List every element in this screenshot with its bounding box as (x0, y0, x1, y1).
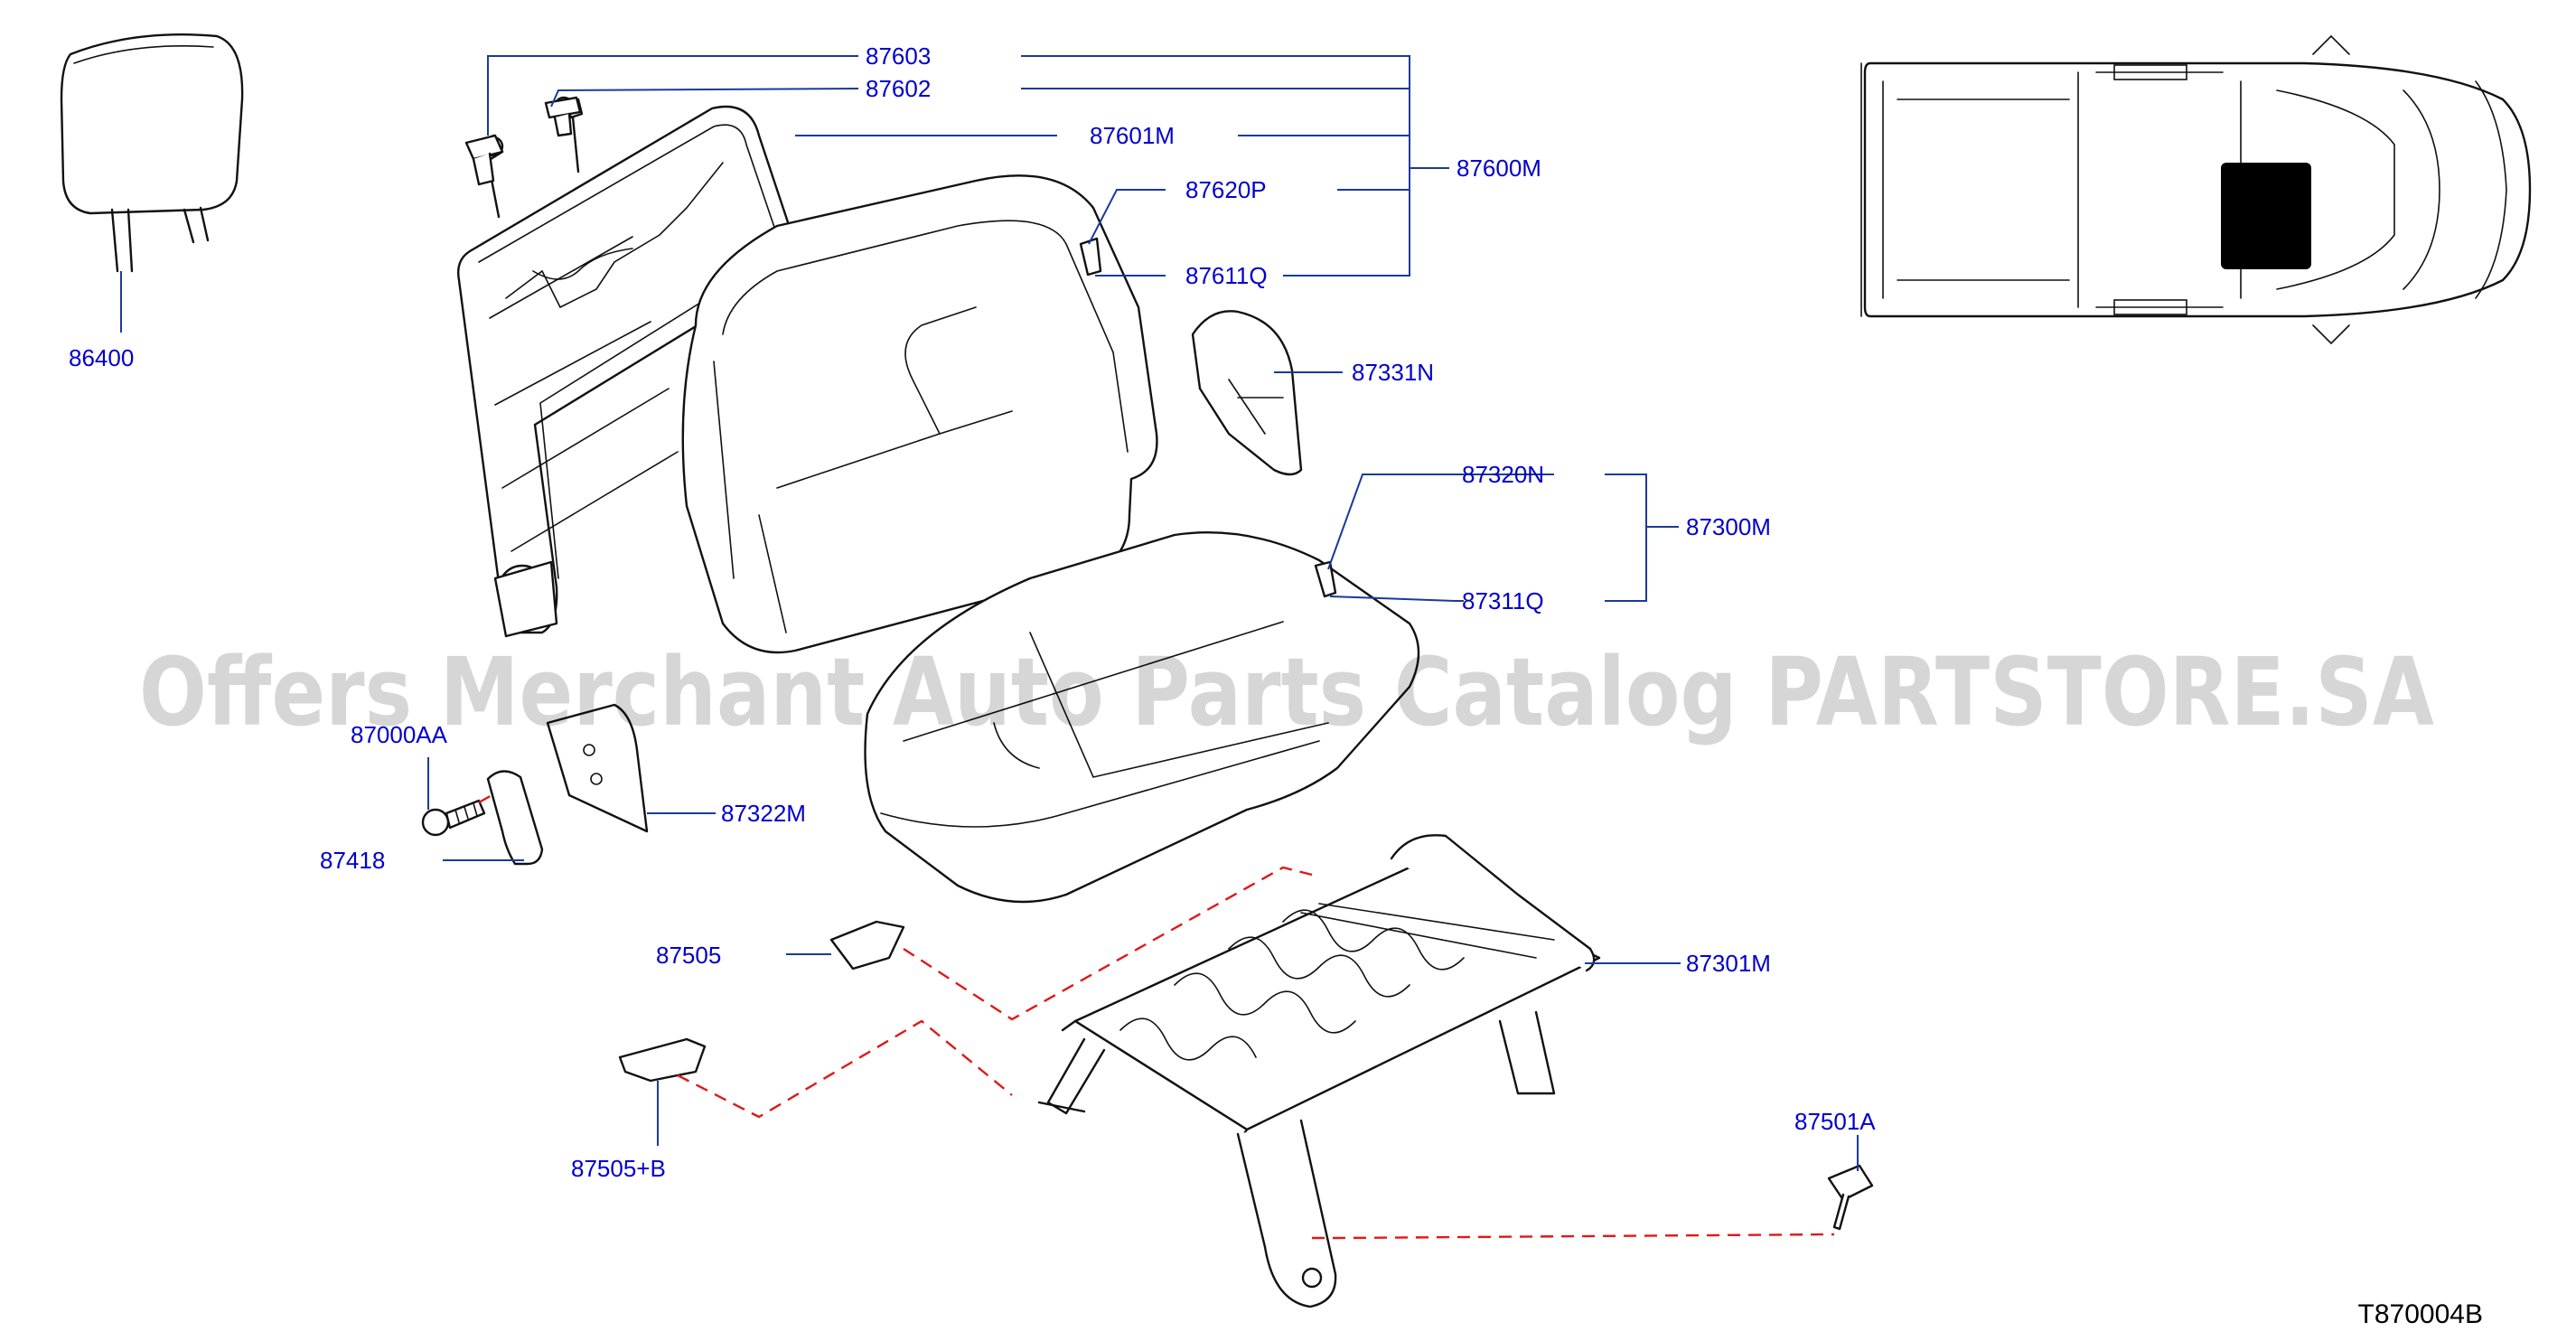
headrest-illustration[interactable] (60, 33, 244, 333)
label-87505b[interactable]: 87505+B (571, 1155, 666, 1182)
label-87505[interactable]: 87505 (656, 942, 721, 969)
part-87602-grommet-illustration[interactable] (544, 96, 582, 137)
part-87501a-bolt-illustration[interactable] (1827, 1164, 1874, 1231)
part-87418-knob-cover-illustration[interactable] (486, 770, 544, 866)
part-87331n-trim-illustration[interactable] (1191, 310, 1303, 476)
part-87603-grommet-illustration[interactable] (464, 134, 504, 186)
seat-back-frame-illustration[interactable] (457, 96, 798, 638)
watermark: Offers Merchant Auto Parts Catalog PARTS… (139, 637, 2434, 747)
label-86400[interactable]: 86400 (69, 344, 134, 371)
dashed-links (478, 792, 1835, 1240)
part-labels: 86400 87603 87602 87601M 87600M 87620P 8… (69, 42, 1876, 1182)
label-87601m[interactable]: 87601M (1090, 122, 1175, 149)
label-87620p[interactable]: 87620P (1185, 176, 1267, 203)
seat-cushion-frame-illustration[interactable] (1037, 834, 1601, 1308)
label-87300m[interactable]: 87300M (1686, 513, 1771, 540)
label-87322m[interactable]: 87322M (721, 800, 806, 827)
leader-lines (427, 55, 1859, 1171)
label-87418[interactable]: 87418 (320, 847, 385, 874)
part-87322m-cover-illustration[interactable] (546, 703, 649, 833)
highlighted-seat-location (2221, 163, 2311, 269)
label-87311q[interactable]: 87311Q (1462, 587, 1544, 614)
label-87501a[interactable]: 87501A (1794, 1108, 1876, 1135)
part-87311q-clip-illustration[interactable] (1314, 560, 1337, 598)
label-87602[interactable]: 87602 (866, 75, 931, 102)
label-87603[interactable]: 87603 (866, 42, 931, 70)
label-87301m[interactable]: 87301M (1686, 950, 1771, 977)
part-87505b-bracket-illustration[interactable] (618, 1037, 707, 1083)
label-87600m[interactable]: 87600M (1457, 155, 1541, 182)
diagram-code: T870004B (2358, 1299, 2483, 1329)
seat-cushion-illustration[interactable] (864, 531, 1420, 904)
label-87320n[interactable]: 87320N (1462, 461, 1544, 488)
vehicle-top-view (1860, 34, 2532, 345)
part-87505-bracket-illustration[interactable] (829, 920, 905, 971)
seat-back-cushion-illustration[interactable] (681, 174, 1158, 654)
label-87611q[interactable]: 87611Q (1185, 262, 1268, 289)
label-87000aa[interactable]: 87000AA (351, 721, 448, 748)
part-87000aa-bolt-illustration[interactable] (421, 799, 486, 837)
label-87331n[interactable]: 87331N (1352, 359, 1434, 386)
